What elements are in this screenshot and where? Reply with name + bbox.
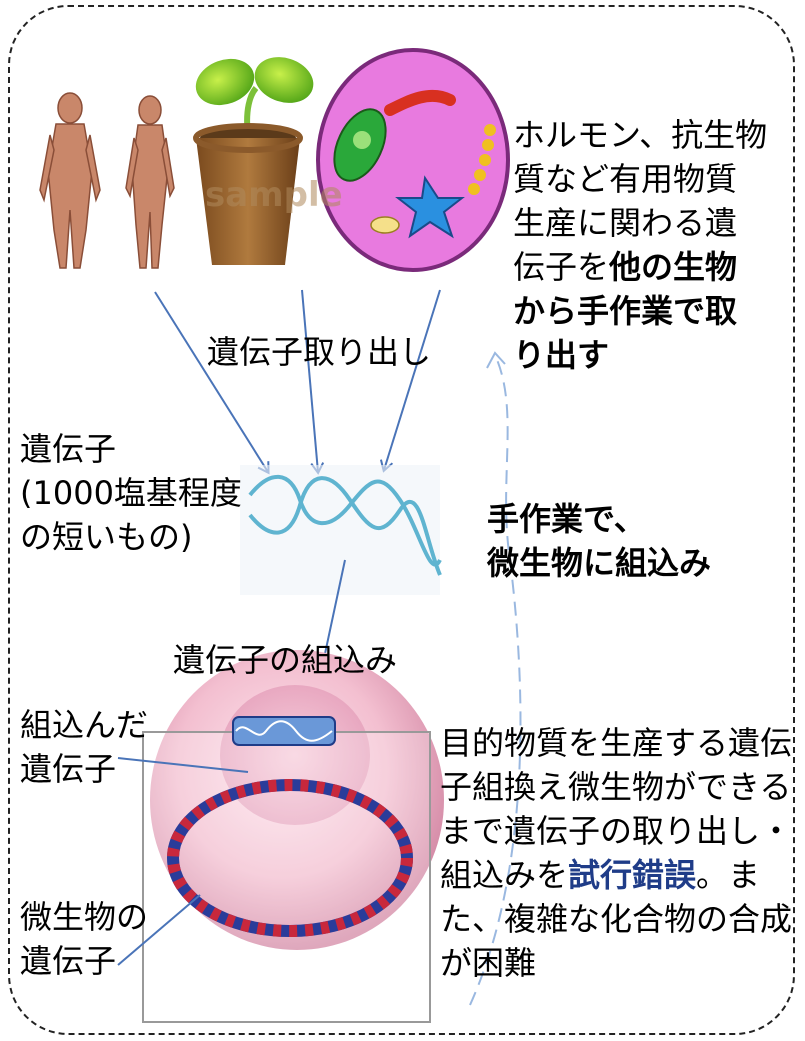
sample-watermark: sample (205, 175, 343, 215)
note-top-line2: 質など有用物質 (513, 157, 737, 201)
note-top-line5: から手作業で取 (513, 289, 737, 333)
note-bottom-line4: 組込みを試行錯誤。ま (440, 853, 760, 897)
note-top-line1: ホルモン、抗生物 (513, 113, 767, 157)
note-bottom-line6: が困難 (440, 941, 536, 985)
plasmid-image (143, 717, 430, 1022)
label-extract: 遺伝子取り出し (207, 330, 431, 374)
label-manual-1: 手作業で、 (487, 497, 646, 541)
label-integrate: 遺伝子の組込み (173, 638, 397, 682)
label-manual-2: 微生物に組込み (487, 541, 711, 585)
note-bottom-line5: た、複雑な化合物の合成 (440, 897, 792, 941)
note-bottom-line4-post: 。ま (696, 856, 760, 894)
label-microbe-gene-2: 遺伝子 (20, 939, 116, 983)
note-top-line4-normal: 伝子を (513, 248, 609, 286)
label-microbe-gene-1: 微生物の (20, 895, 148, 939)
note-bottom-line1: 目的物質を生産する遺伝 (440, 721, 792, 765)
microbes-image (318, 50, 508, 270)
dna-strand-image (240, 465, 440, 595)
label-inserted-1: 組込んだ (20, 703, 148, 747)
note-bottom-line2: 子組換え微生物ができる (440, 765, 791, 809)
human-figures-image (40, 93, 174, 268)
sprout-pot-image (189, 50, 319, 265)
label-gene-desc-2: の短いもの) (20, 515, 193, 559)
note-top-line4-bold: 他の生物 (609, 248, 737, 286)
note-bottom-line4-pre: 組込みを (440, 856, 568, 894)
label-gene-title: 遺伝子 (20, 427, 116, 471)
note-top-line6: り出す (513, 333, 609, 377)
label-inserted-2: 遺伝子 (20, 747, 116, 791)
note-top-line3: 生産に関わる遺 (513, 201, 737, 245)
label-gene-desc-1: (1000塩基程度 (20, 471, 242, 515)
note-bottom-line4-emphasis: 試行錯誤 (568, 856, 696, 894)
note-top-line4: 伝子を他の生物 (513, 245, 737, 289)
note-bottom-line3: まで遺伝子の取り出し・ (440, 809, 792, 853)
